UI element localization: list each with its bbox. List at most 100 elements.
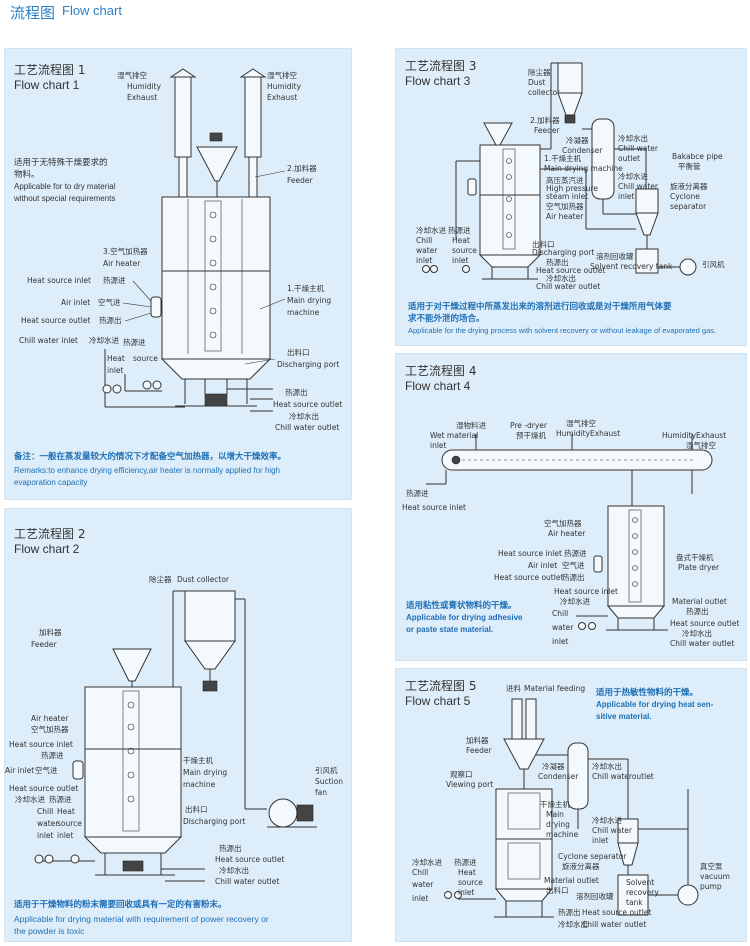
label-fan-zh: 引风机 (702, 259, 725, 269)
cyclone-separator (617, 818, 639, 875)
label-air-heater-en: Air heater (31, 714, 69, 723)
label-cyclone-en1: Cyclone (670, 192, 700, 201)
label-fan-en1: Suction (315, 777, 343, 786)
label-chill-out2-en: Chill water outlet (536, 282, 600, 291)
label-heat-en1: Heat (57, 807, 75, 816)
flow-chart-1-description: 适用于无特殊干燥要求的 物料。 Applicable for to dry ma… (14, 157, 115, 205)
label-bakabce-en: Bakabce pipe (672, 152, 723, 161)
label-dust-zh: 除尘器 (528, 67, 551, 77)
label-mat-out-en: Material outlet (544, 876, 599, 885)
label-dryer-en2: machine (287, 308, 320, 317)
label-predryer-en: Pre -dryer (510, 421, 548, 430)
feeder (503, 698, 545, 789)
flow-chart-2-title: 工艺流程图 2 Flow chart 2 (14, 527, 85, 557)
label-feeder-en: Feeder (534, 126, 561, 135)
label-heat-in-zh: 热源进 (406, 488, 429, 498)
label-chill-in2-en2: water (412, 880, 434, 889)
label-steam-en2: steam inlet (546, 192, 588, 201)
label-chill-out-zh: 冷却水出 (592, 761, 622, 771)
feeder (112, 648, 152, 687)
label-chill-in-zh: 冷却水进 (618, 171, 648, 181)
label-heat-in2-zh: 热源进 (564, 548, 587, 558)
flow-chart-5-title: 工艺流程图 5 Flow chart 5 (405, 679, 476, 709)
label-mat-out-zh: 热源出 (686, 606, 709, 616)
label-heat-out-en: Heat source outlet (494, 573, 563, 582)
label-chill-in-zh: 冷却水进 (89, 335, 119, 345)
air-heater (122, 280, 162, 322)
title-zh: 工艺流程图 5 (405, 679, 477, 693)
plate-dryer (606, 505, 668, 631)
label-heat-out-zh: 热源出 (546, 257, 569, 267)
flow-chart-3-title: 工艺流程图 3 Flow chart 3 (405, 59, 476, 89)
flow-chart-1-panel: 工艺流程图 1 Flow chart 1 适用于无特殊干燥要求的 物料。 App… (4, 48, 352, 500)
main-drying-machine (83, 686, 183, 876)
desc-en1: Applicable for drying material with requ… (14, 914, 269, 924)
label-heat-out2-en: Heat source outlet (215, 855, 284, 864)
pre-dryer (426, 434, 713, 506)
label-view-zh: 观察口 (450, 769, 473, 779)
dust-collector (550, 62, 583, 139)
air-heater (467, 178, 477, 196)
label-heat-in-en3: inlet (452, 256, 469, 265)
vacuum-pump (638, 789, 699, 906)
main-drying-machine (160, 196, 272, 407)
label-chill-out-zh: 冷却水出 (289, 411, 319, 421)
label-heat-out2-zh: 热源出 (219, 843, 242, 853)
label-cyclone-zh: 旋液分离器 (562, 861, 600, 871)
label-chill-in2-en1: Chill (416, 236, 432, 245)
title-zh: 工艺流程图 4 (405, 364, 477, 378)
condenser (582, 118, 636, 215)
label-discharge-zh: 出料口 (185, 804, 208, 814)
label-predryer-zh: 预干燥机 (516, 430, 546, 440)
main-drying-machine (478, 144, 542, 280)
air-heater (593, 555, 603, 573)
label-dust-en2: collector (528, 88, 561, 97)
label-heat-out2-zh: 热源出 (285, 387, 308, 397)
label-air-heater-en: Air heater (546, 212, 584, 221)
label-feeder-zh: 2.加料器 (530, 115, 560, 125)
label-heat-out-zh: 热源出 (99, 315, 122, 325)
label-steam-zh: 高压蒸汽进 (546, 175, 584, 185)
label-tank-zh: 溶剂回收罐 (576, 891, 614, 901)
label-air-in-zh: 空气进 (35, 765, 58, 775)
desc-en1: Applicable for drying heat sen- (596, 700, 714, 709)
label-heat-in3-en: Heat source inlet (554, 587, 618, 596)
label-heat-en3: inlet (57, 831, 74, 840)
label-feeding-en: Material feeding (524, 684, 585, 693)
cyclone-separator (635, 188, 659, 249)
label-chill-in-zh: 冷却水进 (592, 815, 622, 825)
label-tank-en2: recovery (626, 888, 659, 897)
desc-en2: sitive material. (596, 712, 652, 721)
label-air-heater-zh: 3.空气加热器 (103, 246, 148, 256)
label-heat-in-en: Heat source inlet (9, 740, 73, 749)
label-heat-in-en: Heat source inlet (402, 503, 466, 512)
desc-zh1: 适用于对干燥过程中所蒸发出来的溶剂进行回收或是对干燥所用气体要 (408, 302, 672, 312)
label-chill-in2-zh: 冷却水进 (416, 225, 446, 235)
label-chill-en3: inlet (37, 831, 54, 840)
bottom-piping (444, 891, 496, 900)
title-en: Flow chart 5 (405, 694, 471, 708)
label-discharge-en: Discharging port (277, 360, 339, 369)
feeder (483, 122, 513, 146)
label-heat-in-zh: 热源进 (454, 857, 477, 867)
label-fan-en2: fan (315, 788, 327, 797)
label-chill-out2-zh: 冷却水出 (558, 919, 588, 929)
label-chill-in2-zh: 冷却水进 (412, 857, 442, 867)
label-vacuum-zh: 真空泵 (700, 861, 723, 871)
label-air-heater-zh: 空气加热器 (544, 518, 582, 528)
label-chill-in-en: Chill water inlet (19, 336, 78, 345)
main-drying-machine (494, 788, 554, 918)
desc-zh: 适用粘性或膏状物料的干燥。 (406, 601, 517, 611)
label-chill-out-zh: 冷却水出 (682, 628, 712, 638)
title-en: Flow chart 2 (14, 542, 80, 556)
label-chill-out-en: Chill water outlet (670, 639, 734, 648)
label-chill-in-en1: Chill water (592, 826, 633, 835)
label-exhaust-right-en1: Humidity (267, 82, 302, 91)
label-wet-zh: 湿物料进 (456, 420, 486, 430)
flow-chart-3-diagram: 除尘器 Dust collector 2.加料器 Feeder 冷凝器 Cond… (416, 62, 725, 291)
label-chill-out-en2: outlet (618, 154, 640, 163)
label-dryer-en2: drying (546, 820, 570, 829)
desc-en2: the powder is toxic (14, 926, 85, 936)
label-plate-zh: 盘式干燥机 (676, 552, 714, 562)
label-chill-in2-en1: Chill (412, 868, 428, 877)
